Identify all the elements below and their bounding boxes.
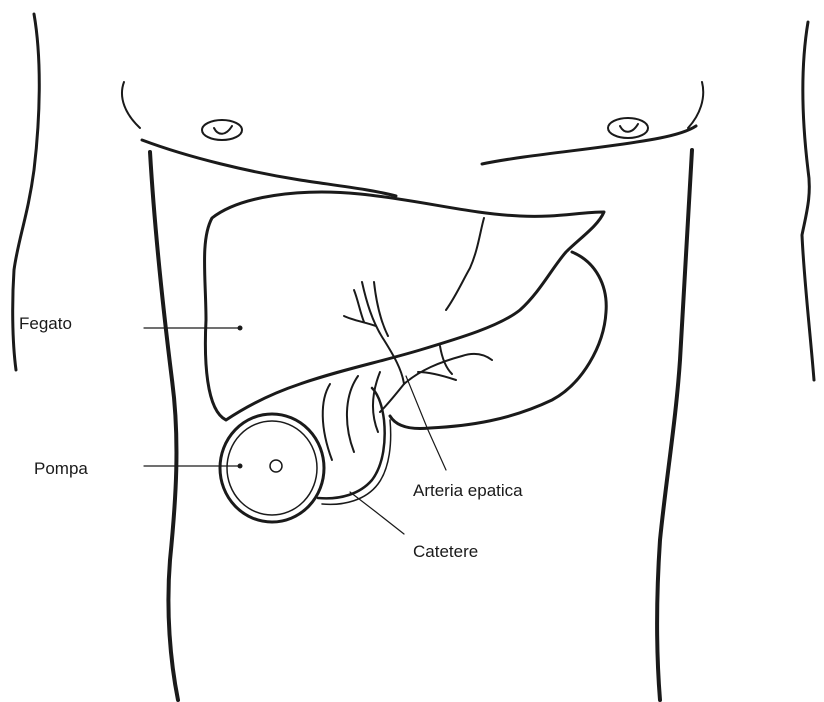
liver-outline [205,192,605,420]
liver-leader [144,326,243,331]
left-nipple [202,120,242,140]
pump-label: Pompa [34,460,88,477]
liver-lobe-line [446,218,484,310]
stomach-outline [390,252,606,429]
liver-label: Fegato [19,315,72,332]
chest-left-contour [122,82,140,128]
torso-right-side [657,150,692,700]
catheter-label: Catetere [413,543,478,560]
torso-left-side [150,152,178,700]
hepatic-artery-label: Arteria epatica [413,482,523,499]
ribcage-left-edge [142,140,396,196]
hepatic-artery-tree [344,282,492,412]
chest-right-contour [688,82,703,128]
hepatic-artery-leader [406,376,446,470]
duodenum-strand-a [323,384,332,460]
ribcage-right-edge [482,126,696,164]
pump-device [220,414,324,522]
duodenum-strand-b [347,376,358,452]
right-nipple [608,118,648,138]
catheter-leader [350,492,404,534]
right-arm-outline [802,22,814,380]
